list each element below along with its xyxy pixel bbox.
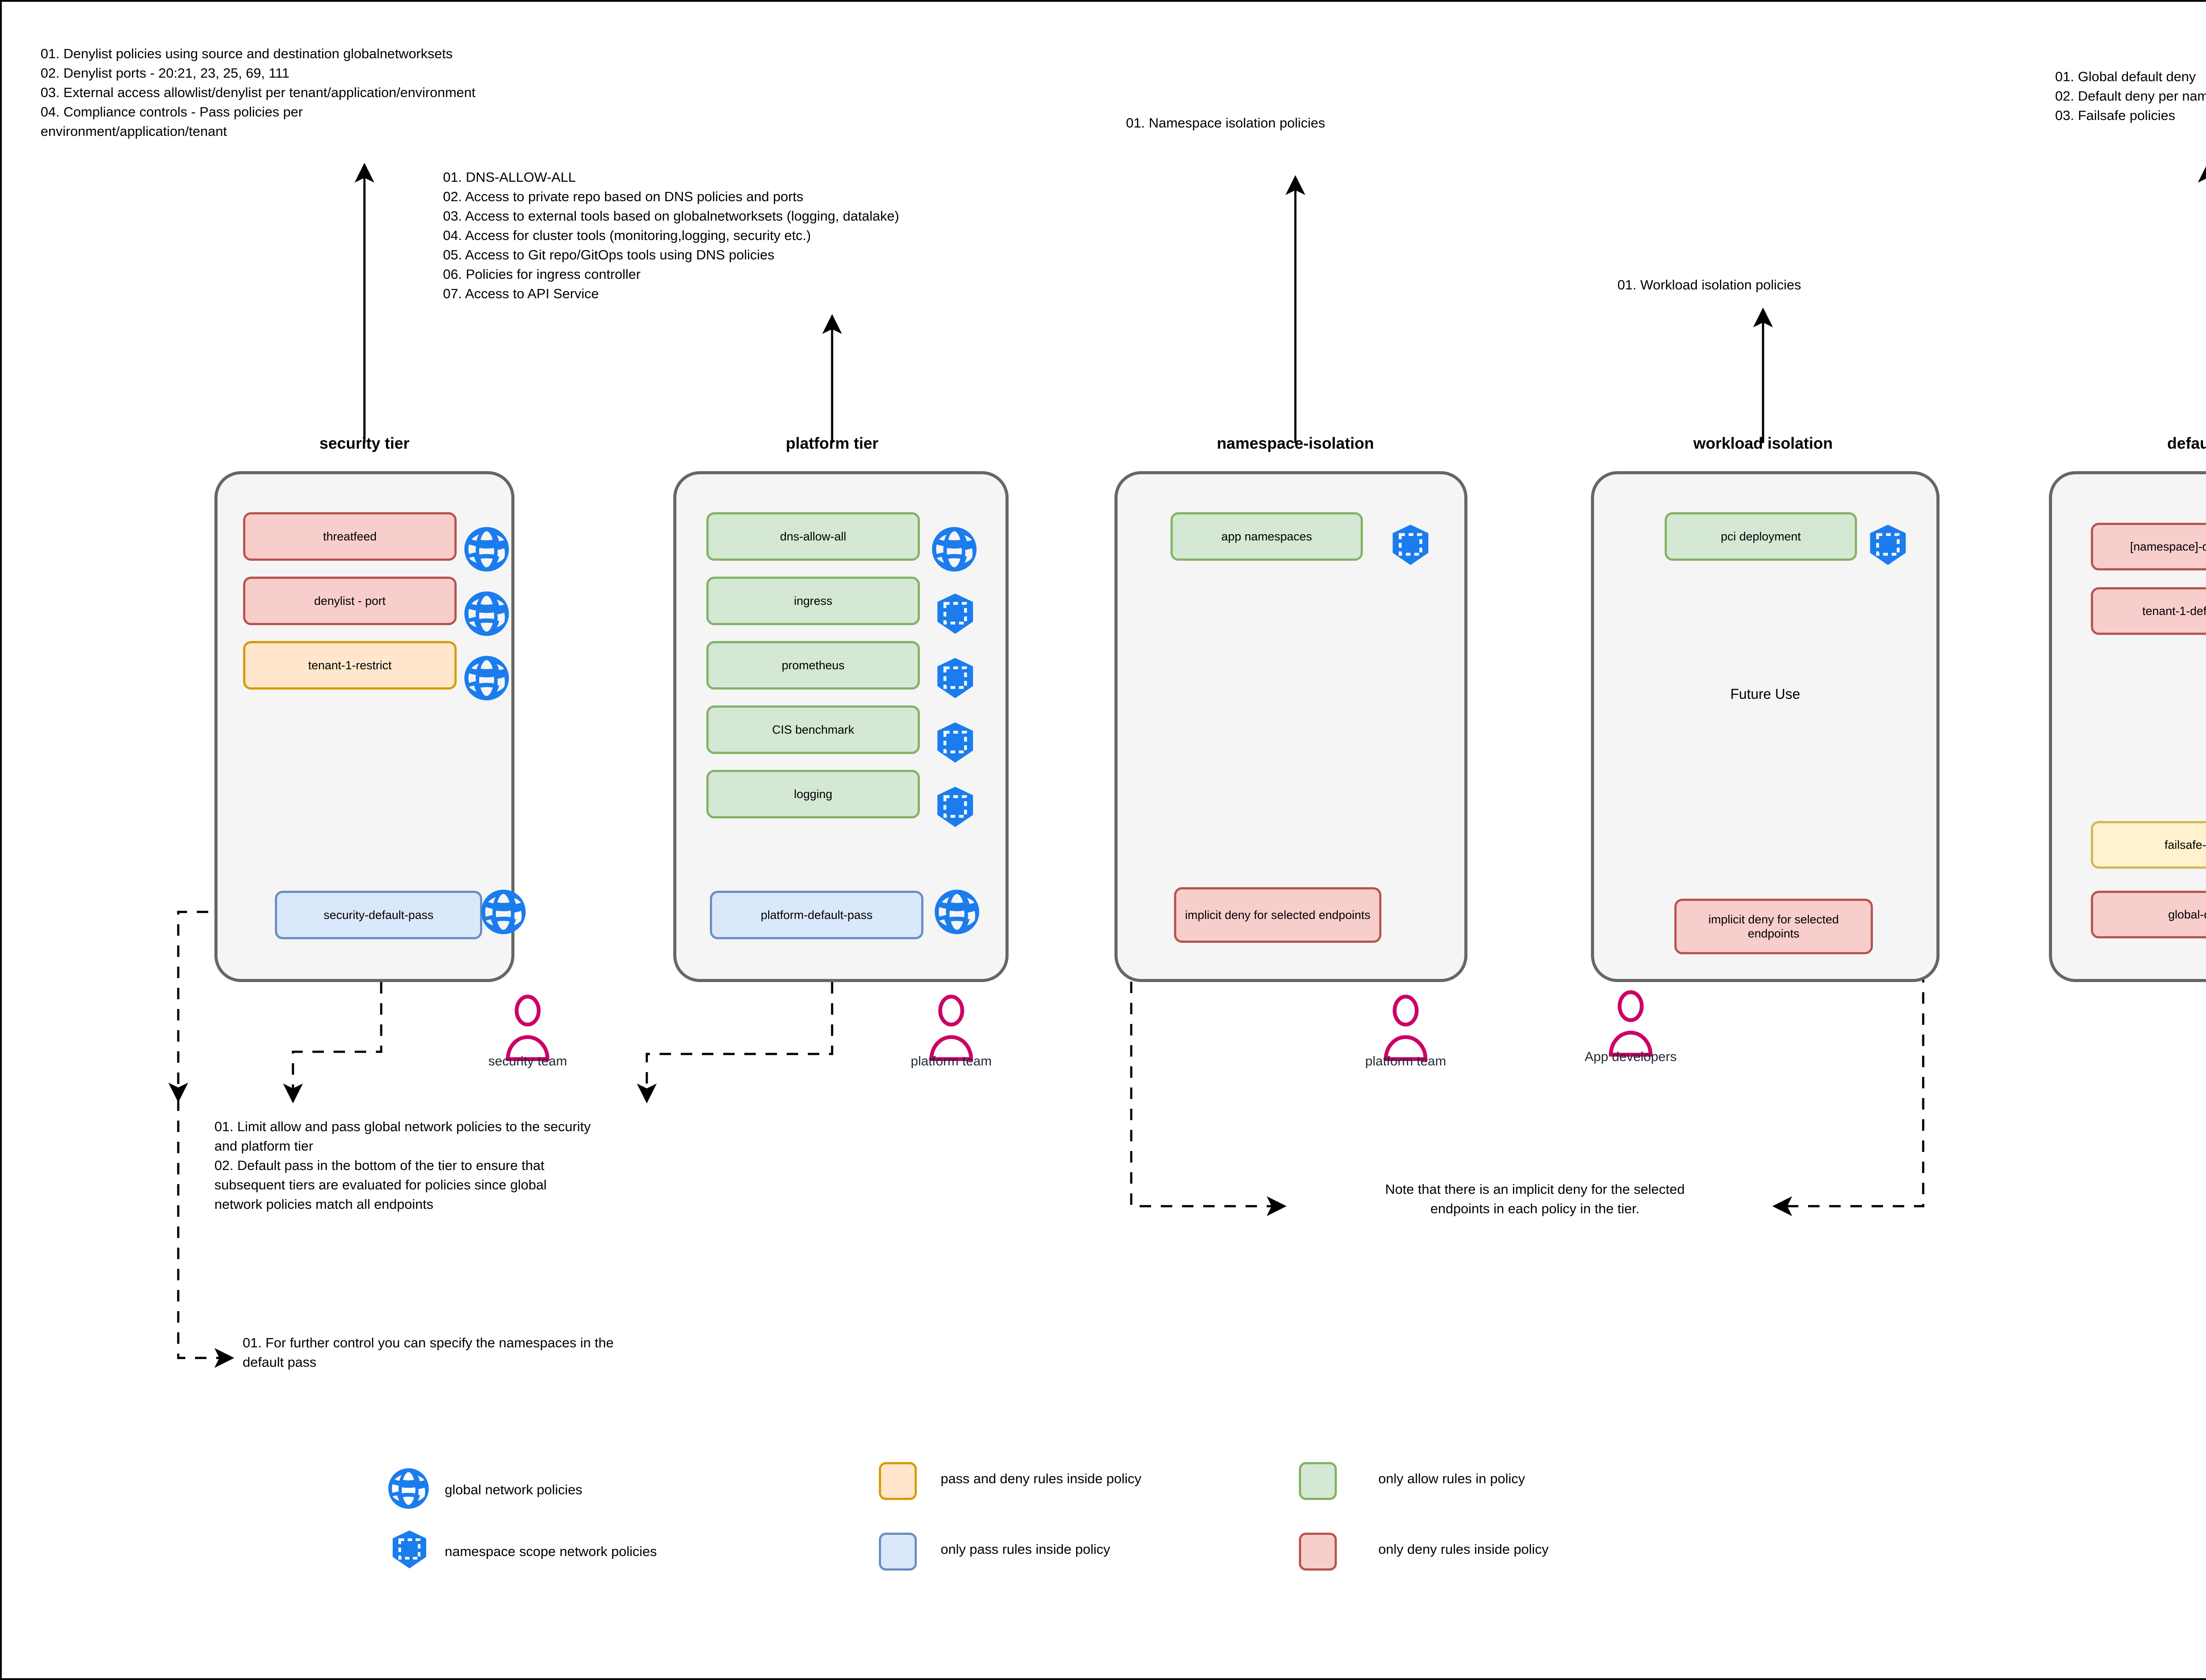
globe-icon <box>479 888 528 936</box>
policy-platform-default-pass[interactable]: platform-default-pass <box>710 891 923 939</box>
legend-swatch-only-allow <box>1299 1462 1337 1500</box>
policy-threatfeed[interactable]: threatfeed <box>243 512 457 561</box>
globe-icon <box>386 1466 431 1511</box>
legend-label-only-allow: only allow rules in policy <box>1378 1471 1525 1486</box>
legend-label-only-deny: only deny rules inside policy <box>1378 1541 1549 1557</box>
annotation-further-control: 01. For further control you can specify … <box>243 1335 614 1370</box>
policy-pci-deployment[interactable]: pci deployment <box>1665 512 1857 561</box>
policy-implicit-deny[interactable]: implicit deny for selected endpoints <box>1674 899 1873 954</box>
annotation-default-top: 01. Global default deny 02. Default deny… <box>2055 69 2206 124</box>
owner-label-platform-team: platform team <box>911 1054 992 1069</box>
namespace-icon <box>933 591 978 636</box>
namespace-icon <box>1388 522 1433 567</box>
workload-placeholder-text: Future Use <box>1730 686 1801 702</box>
person-icon <box>1379 994 1432 1065</box>
policy-tenant-1-default-deny[interactable]: tenant-1-default-deny <box>2091 587 2206 635</box>
tier-title-platform: platform tier <box>785 434 879 452</box>
policy-logging[interactable]: logging <box>706 770 920 818</box>
globe-icon <box>933 888 981 936</box>
person-icon <box>501 994 554 1065</box>
namespace-icon <box>933 784 978 829</box>
namespace-icon <box>933 656 978 701</box>
globe-icon <box>462 525 511 574</box>
policy-dns-allow-all[interactable]: dns-allow-all <box>706 512 920 561</box>
policy-failsafe-allow[interactable]: failsafe-allow <box>2091 821 2206 869</box>
legend-label-namespace-scope-network-policies: namespace scope network policies <box>445 1544 657 1559</box>
legend-label-global-network-policies: global network policies <box>445 1482 582 1497</box>
globe-icon <box>930 525 979 574</box>
globe-icon <box>462 589 511 638</box>
legend-swatch-pass-and-deny <box>879 1462 917 1500</box>
policy-denylist-port[interactable]: denylist - port <box>243 577 457 625</box>
legend-label-only-pass: only pass rules inside policy <box>941 1541 1111 1557</box>
tier-card-default[interactable]: [namespace]-default-deny tenant-1-defaul… <box>2049 471 2206 982</box>
legend-label-pass-and-deny: pass and deny rules inside policy <box>941 1471 1141 1486</box>
legend-swatch-only-pass <box>879 1533 917 1571</box>
tier-card-security[interactable]: threatfeed denylist - port tenant-1-rest… <box>214 471 514 982</box>
policy-security-default-pass[interactable]: security-default-pass <box>275 891 482 939</box>
owner-label-app-developers: App developers <box>1584 1050 1677 1064</box>
tier-title-default: default tier <box>2167 434 2206 452</box>
legend-swatch-only-deny <box>1299 1533 1337 1571</box>
annotation-namespace-top: 01. Namespace isolation policies <box>1126 115 1325 131</box>
namespace-icon <box>388 1528 431 1571</box>
policy-app-namespaces[interactable]: app namespaces <box>1171 512 1363 561</box>
person-icon <box>1604 990 1657 1061</box>
namespace-icon <box>933 720 978 765</box>
annotation-workload-top: 01. Workload isolation policies <box>1617 277 1801 292</box>
tier-title-security: security tier <box>319 434 410 452</box>
namespace-icon <box>1865 522 1910 567</box>
annotation-platform-top: 01. DNS-ALLOW-ALL 02. Access to private … <box>443 169 899 302</box>
person-icon <box>925 994 978 1065</box>
policy-cis-benchmark[interactable]: CIS benchmark <box>706 705 920 754</box>
annotation-implicit-deny: Note that there is an implicit deny for … <box>1385 1181 1685 1217</box>
annotation-security-top: 01. Denylist policies using source and d… <box>41 46 476 139</box>
owner-label-platform-team: platform team <box>1365 1054 1446 1069</box>
tier-title-namespace-isolation: namespace-isolation <box>1216 434 1374 452</box>
annotation-bottom-left: 01. Limit allow and pass global network … <box>214 1119 591 1212</box>
tier-title-workload-isolation: workload isolation <box>1693 434 1833 452</box>
policy-prometheus[interactable]: prometheus <box>706 641 920 690</box>
policy-global-deny[interactable]: global-deny <box>2091 891 2206 938</box>
owner-label-security-team: security team <box>488 1054 567 1069</box>
globe-icon <box>462 654 511 702</box>
policy-ingress[interactable]: ingress <box>706 577 920 625</box>
policy-implicit-deny[interactable]: implicit deny for selected endpoints <box>1174 887 1381 943</box>
policy-namespace-default-deny[interactable]: [namespace]-default-deny <box>2091 523 2206 570</box>
policy-tenant-1-restrict[interactable]: tenant-1-restrict <box>243 641 457 690</box>
